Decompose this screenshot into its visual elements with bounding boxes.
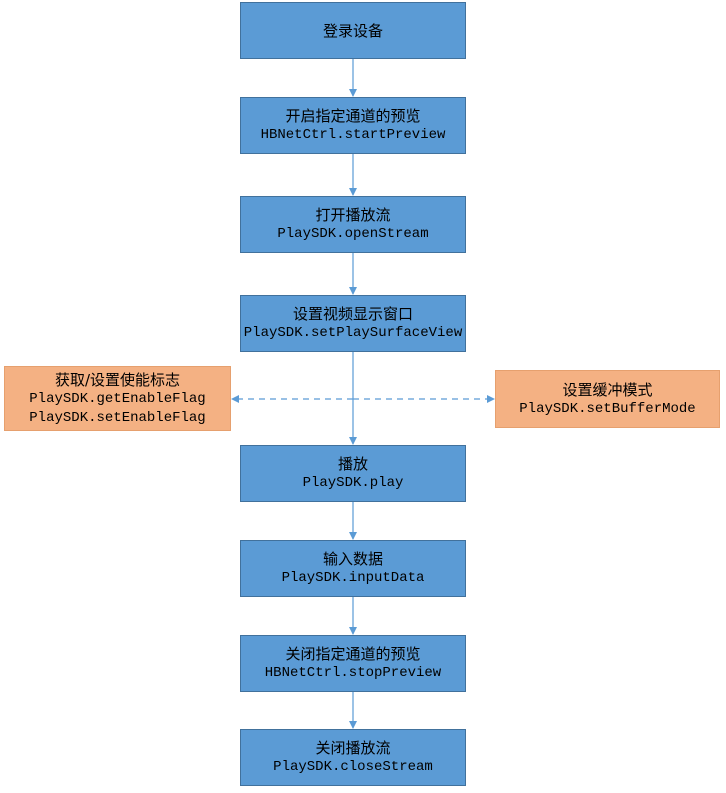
- step-play: 播放 PlaySDK.play: [240, 445, 466, 502]
- step-api-call: PlaySDK.openStream: [277, 226, 429, 242]
- step-set-surface-view: 设置视频显示窗口 PlaySDK.setPlaySurfaceView: [240, 295, 466, 352]
- step-input-data: 输入数据 PlaySDK.inputData: [240, 540, 466, 597]
- side-enable-flag: 获取/设置使能标志 PlaySDK.getEnableFlag PlaySDK.…: [4, 366, 231, 431]
- side-title: 设置缓冲模式: [562, 380, 653, 399]
- step-api-call: PlaySDK.closeStream: [273, 759, 433, 775]
- step-title: 关闭指定通道的预览: [285, 645, 421, 663]
- step-open-stream: 打开播放流 PlaySDK.openStream: [240, 196, 466, 253]
- step-title: 关闭播放流: [315, 739, 391, 757]
- step-start-preview: 开启指定通道的预览 HBNetCtrl.startPreview: [240, 97, 466, 154]
- side-api-call: PlaySDK.setBufferMode: [519, 400, 696, 417]
- step-stop-preview: 关闭指定通道的预览 HBNetCtrl.stopPreview: [240, 635, 466, 692]
- step-api-call: PlaySDK.play: [302, 475, 404, 491]
- step-title: 输入数据: [322, 550, 383, 568]
- step-title: 打开播放流: [315, 206, 391, 224]
- step-close-stream: 关闭播放流 PlaySDK.closeStream: [240, 729, 466, 786]
- side-title: 获取/设置使能标志: [54, 370, 181, 389]
- side-api-call: PlaySDK.getEnableFlag: [29, 390, 206, 407]
- step-api-call: HBNetCtrl.startPreview: [260, 127, 446, 143]
- step-title: 设置视频显示窗口: [292, 305, 413, 323]
- side-api-call: PlaySDK.setEnableFlag: [29, 409, 206, 426]
- step-title: 开启指定通道的预览: [285, 107, 421, 125]
- step-title: 登录设备: [322, 21, 383, 40]
- step-api-call: HBNetCtrl.stopPreview: [264, 665, 442, 681]
- step-login-device: 登录设备: [240, 2, 466, 59]
- step-api-call: PlaySDK.setPlaySurfaceView: [243, 325, 463, 341]
- step-title: 播放: [337, 455, 368, 473]
- step-api-call: PlaySDK.inputData: [281, 570, 425, 586]
- side-buffer-mode: 设置缓冲模式 PlaySDK.setBufferMode: [495, 370, 720, 428]
